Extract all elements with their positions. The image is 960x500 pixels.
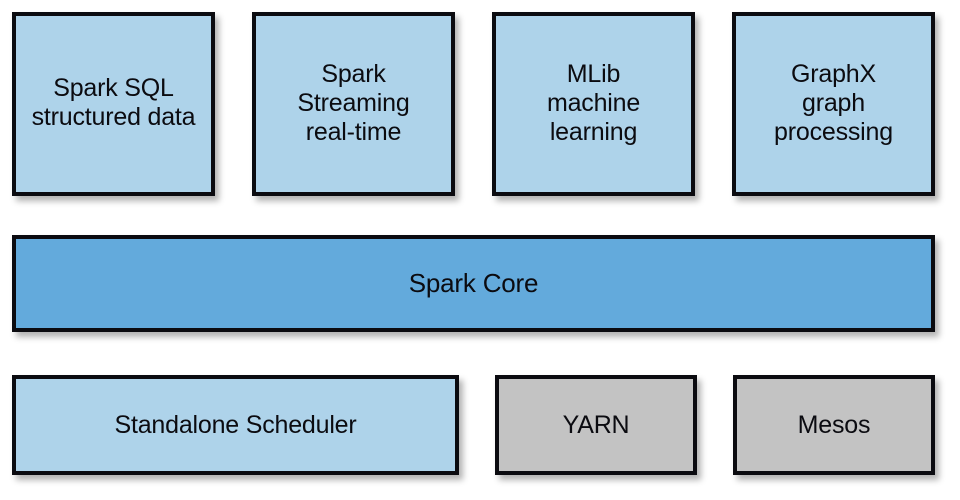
- component-label-mllib: MLib machine learning: [546, 59, 641, 146]
- cluster-manager-box-mesos[interactable]: Mesos: [733, 375, 935, 475]
- component-box-mllib[interactable]: MLib machine learning: [492, 12, 695, 196]
- core-box-spark-core[interactable]: Spark Core: [12, 235, 935, 332]
- core-label-spark-core: Spark Core: [408, 268, 539, 299]
- cluster-manager-label-yarn: YARN: [562, 410, 630, 439]
- component-box-graphx[interactable]: GraphX graph processing: [732, 12, 935, 196]
- component-label-graphx: GraphX graph processing: [774, 59, 893, 146]
- component-label-spark-sql: Spark SQL structured data: [31, 74, 196, 131]
- cluster-manager-box-yarn[interactable]: YARN: [495, 375, 697, 475]
- cluster-manager-label-mesos: Mesos: [797, 410, 871, 439]
- cluster-manager-box-standalone-scheduler[interactable]: Standalone Scheduler: [12, 375, 459, 475]
- component-label-spark-streaming: Spark Streaming real-time: [297, 59, 410, 146]
- cluster-manager-label-standalone-scheduler: Standalone Scheduler: [114, 410, 357, 439]
- component-box-spark-sql[interactable]: Spark SQL structured data: [12, 12, 215, 196]
- component-box-spark-streaming[interactable]: Spark Streaming real-time: [252, 12, 455, 196]
